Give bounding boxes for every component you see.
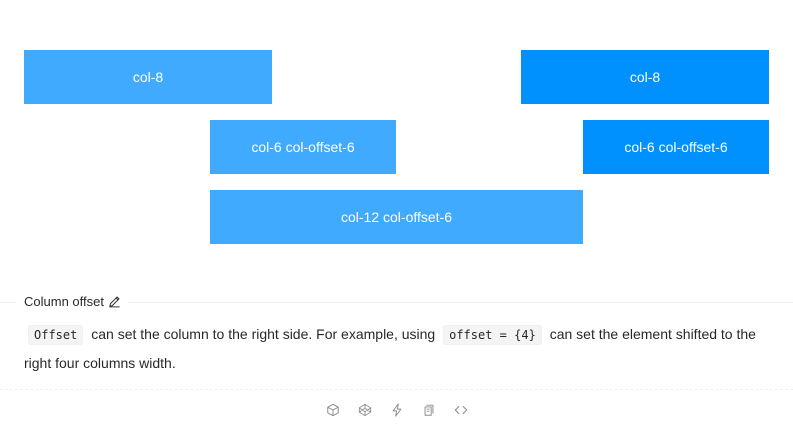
- actions-divider: [0, 389, 793, 390]
- edit-icon[interactable]: [108, 295, 121, 308]
- grid-demo: col-8 col-8 col-6 col-offset-6 col-6 col…: [24, 50, 769, 244]
- col-label: col-6 col-offset-6: [624, 139, 728, 155]
- col-label: col-8: [629, 69, 661, 85]
- copy-icon[interactable]: [421, 402, 437, 418]
- col-6-offset-right: col-6 col-offset-6: [583, 120, 769, 174]
- inline-code: Offset: [28, 325, 84, 345]
- description-text: can set the column to the right side. Fo…: [91, 326, 436, 342]
- inline-code: offset = {4}: [443, 325, 542, 345]
- stackblitz-icon[interactable]: [389, 402, 405, 418]
- description-text: can set the element shifted to the right…: [24, 326, 756, 371]
- codepen-icon[interactable]: [357, 402, 373, 418]
- col-8-left: col-8: [24, 50, 272, 104]
- code-actions: [0, 400, 793, 420]
- col-label: col-8: [132, 69, 164, 85]
- col-6-offset-left: col-6 col-offset-6: [210, 120, 396, 174]
- col-8-right: col-8: [521, 50, 769, 104]
- section-title: Column offset: [16, 294, 129, 309]
- expand-code-icon[interactable]: [453, 402, 469, 418]
- col-12-offset: col-12 col-offset-6: [210, 190, 583, 244]
- section-divider: [0, 302, 793, 303]
- col-label: col-12 col-offset-6: [340, 209, 452, 225]
- section-title-text: Column offset: [24, 294, 104, 309]
- section-description: Offset can set the column to the right s…: [24, 320, 769, 377]
- col-label: col-6 col-offset-6: [251, 139, 355, 155]
- codesandbox-icon[interactable]: [325, 402, 341, 418]
